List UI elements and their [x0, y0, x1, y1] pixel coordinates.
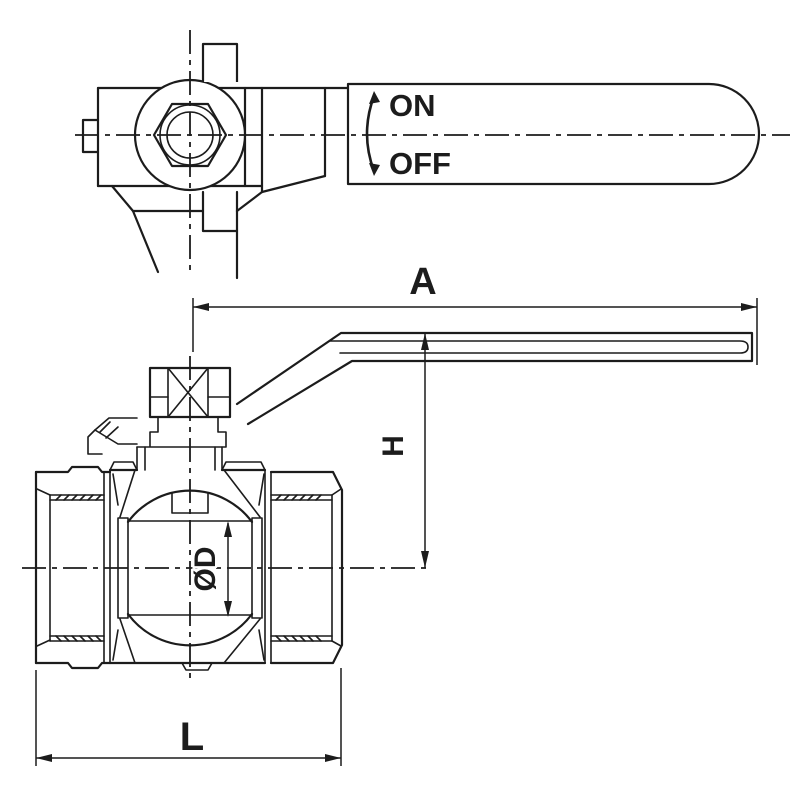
- handle-top: [346, 82, 761, 186]
- top-view: ON OFF: [75, 30, 790, 280]
- dimension-l: L: [35, 668, 342, 766]
- side-view: [22, 331, 754, 682]
- stem-cross: [167, 367, 209, 418]
- left-cap-bottom: [34, 661, 112, 670]
- dimension-h: H: [375, 333, 429, 568]
- dim-a-extension-lines: [192, 298, 758, 365]
- arc-arrow-down: [369, 163, 380, 176]
- valve-body-top: [81, 42, 350, 280]
- dim-h-label: H: [377, 435, 410, 457]
- dimension-a: A: [192, 259, 758, 365]
- handle-side: [235, 331, 754, 426]
- top-tab: [201, 42, 239, 82]
- thread-left: [36, 488, 105, 647]
- dim-a-label: A: [409, 261, 436, 303]
- stem-assembly: [87, 366, 232, 471]
- dim-d-label: ØD: [189, 547, 222, 592]
- stop-bracket: [87, 417, 138, 455]
- arc-arrow-up: [369, 91, 380, 104]
- dim-l-extension-lines: [35, 668, 342, 766]
- centerlines-side: [22, 356, 428, 682]
- hex-nut-top: [152, 102, 228, 168]
- left-cap-top: [34, 465, 112, 474]
- dim-l-label: L: [180, 715, 204, 759]
- bottom-tab: [201, 190, 239, 233]
- rotation-indicator: [365, 91, 380, 176]
- off-label: OFF: [389, 146, 451, 181]
- on-label: ON: [389, 88, 436, 123]
- dimension-bore-d: ØD: [187, 521, 232, 617]
- centerlines-top: [75, 30, 790, 272]
